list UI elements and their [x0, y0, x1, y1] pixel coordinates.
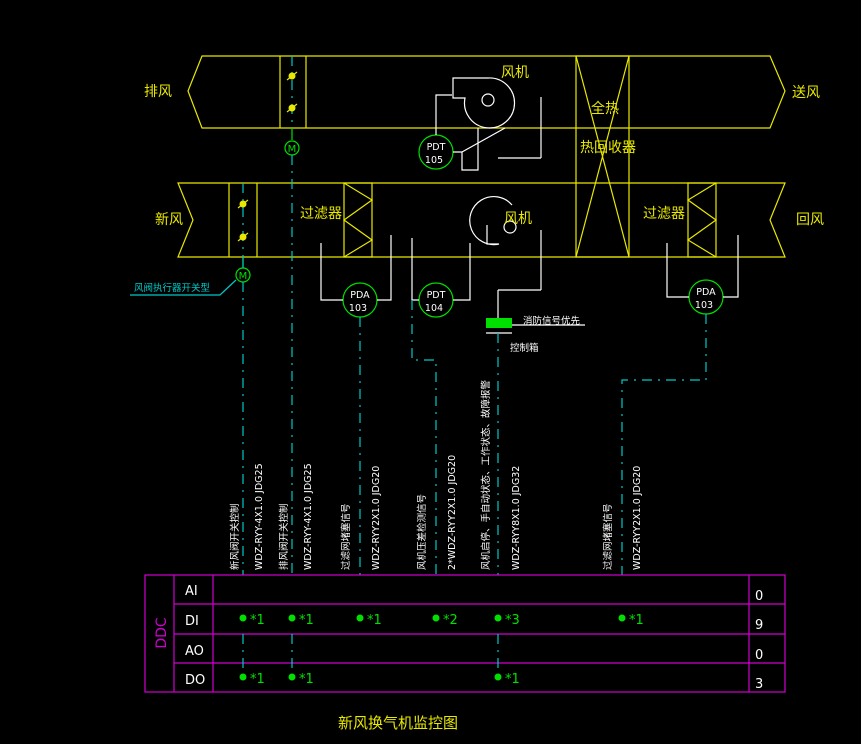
ddc-total-di: 9: [755, 618, 763, 633]
signal-wires: [242, 155, 707, 575]
fan-top: [452, 77, 516, 129]
cable-annotations: 新风阀开关控制 WDZ-RYY-4X1.0 JDG25 排风阀开关控制 WDZ-…: [229, 379, 643, 570]
cable-spec: 2*WDZ-RYY2X1.0 JDG20: [447, 455, 458, 570]
damper-fresh: [237, 183, 249, 257]
ddc-total-ai: 0: [755, 589, 763, 604]
do-mark: *1: [505, 672, 520, 687]
ddc-total-do: 3: [755, 677, 763, 692]
filter-left: [342, 182, 374, 258]
pda-103-right-sensor: PDA 103: [666, 235, 739, 315]
pdt-105-sensor: PDT 105: [418, 94, 542, 171]
ddc-label: DDC: [154, 617, 170, 649]
cable-desc: 过滤网堵塞信号: [340, 503, 352, 570]
svg-text:104: 104: [425, 303, 443, 314]
svg-text:103: 103: [695, 300, 713, 311]
damper-exhaust: [286, 56, 298, 128]
filter-right: [686, 182, 718, 258]
fire-signal-label: 消防信号优先: [523, 315, 581, 327]
filter-right-label: 过滤器: [643, 206, 685, 222]
ddc-row-ao: AO: [185, 644, 204, 659]
di-points: *1 *1 *1 *2 *3 *1: [239, 613, 644, 628]
heat-recovery-label-2: 热回收器: [580, 140, 636, 156]
fresh-air-label: 新风: [155, 212, 183, 228]
svg-text:103: 103: [349, 303, 367, 314]
do-points: *1 *1 *1: [239, 634, 520, 687]
fan-bottom-label: 风机: [504, 211, 532, 227]
diagram-title: 新风换气机监控图: [338, 714, 458, 732]
svg-text:PDT: PDT: [427, 290, 446, 301]
ddc-row-do: DO: [185, 673, 205, 688]
svg-text:PDT: PDT: [427, 142, 446, 153]
heat-recovery-label-1: 全热: [591, 100, 619, 117]
cable-desc: 排风阀开关控制: [278, 503, 290, 570]
do-mark: *1: [250, 672, 265, 687]
lower-duct: [177, 182, 786, 258]
svg-text:PDA: PDA: [350, 290, 370, 301]
svg-text:M: M: [288, 144, 297, 155]
ddc-row-ai: AI: [185, 584, 198, 599]
control-box-label: 控制箱: [510, 342, 539, 354]
cable-desc: 风机启停、手自动状态、工作状态、故障报警: [480, 379, 492, 570]
cable-spec: WDZ-RYY-4X1.0 JDG25: [303, 463, 314, 570]
ddc-total-ao: 0: [755, 648, 763, 663]
cable-spec: WDZ-RYY2X1.0 JDG20: [632, 466, 643, 570]
di-mark: *1: [629, 613, 644, 628]
ddc-row-di: DI: [185, 614, 199, 629]
heat-recovery-unit: [575, 55, 630, 258]
di-mark: *2: [443, 613, 458, 628]
upper-duct: [187, 55, 786, 129]
cable-desc: 新风阀开关控制: [229, 503, 241, 570]
ddc-table: DDC: [144, 574, 786, 693]
cable-desc: 风机压差检测信号: [416, 494, 428, 570]
di-mark: *3: [505, 613, 520, 628]
return-air-label: 回风: [796, 212, 824, 228]
fan-top-label: 风机: [501, 65, 529, 81]
di-mark: *1: [299, 613, 314, 628]
do-mark: *1: [299, 672, 314, 687]
svg-text:PDA: PDA: [696, 287, 716, 298]
filter-left-label: 过滤器: [300, 206, 342, 222]
svg-text:M: M: [239, 271, 248, 282]
pda-103-left-sensor: PDA 103: [320, 235, 392, 318]
motor-top: M: [284, 128, 300, 156]
pdt-104-sensor: PDT 104: [411, 230, 542, 318]
supply-label: 送风: [792, 85, 820, 101]
control-box: [486, 290, 585, 334]
svg-text:风阀执行器开关型: 风阀执行器开关型: [134, 282, 211, 294]
cable-spec: WDZ-RYY2X1.0 JDG20: [371, 466, 382, 570]
svg-text:105: 105: [425, 155, 443, 166]
cable-spec: WDZ-RYY8X1.0 JDG32: [511, 466, 522, 570]
cable-desc: 过滤网堵塞信号: [602, 503, 614, 570]
damper-actuator-label: 风阀执行器开关型: [130, 279, 237, 296]
di-mark: *1: [250, 613, 265, 628]
cable-spec: WDZ-RYY-4X1.0 JDG25: [254, 463, 265, 570]
fan-bottom: [469, 195, 517, 246]
exhaust-label: 排风: [144, 84, 172, 100]
di-mark: *1: [367, 613, 382, 628]
